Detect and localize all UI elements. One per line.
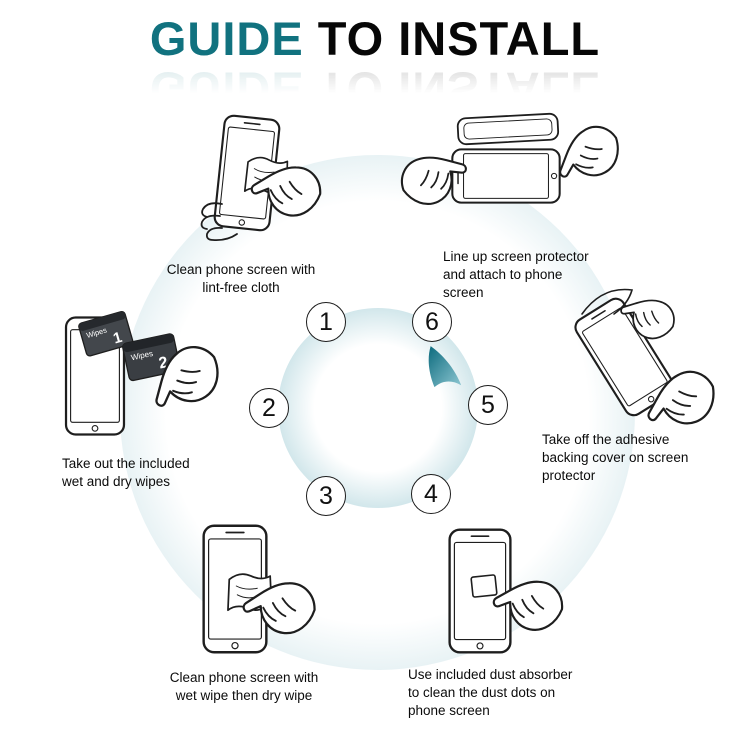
dust-absorber-sticker-icon — [470, 574, 498, 598]
step-3-illustration — [202, 524, 321, 654]
step-4-illustration — [448, 528, 569, 654]
step-5-number-badge: 5 — [468, 385, 508, 425]
screen-protector-icon — [456, 112, 560, 146]
step-3-caption: Clean phone screen with wet wipe then dr… — [169, 670, 319, 703]
teal-cursor-icon — [428, 346, 462, 388]
step-2-caption: Take out the included wet and dry wipes — [62, 456, 190, 489]
background-ring-inner — [278, 308, 478, 508]
step-1-illustration — [200, 113, 327, 242]
step-1-number-badge: 1 — [306, 302, 346, 342]
step-6-number-badge: 6 — [412, 302, 452, 342]
phone-icon — [451, 148, 561, 204]
step-3-number-badge: 3 — [306, 476, 346, 516]
step-4-caption: Use included dust absorber to clean the … — [408, 667, 573, 718]
step-4-number-badge: 4 — [411, 474, 451, 514]
step-6-illustration — [392, 112, 629, 215]
title-highlight: GUIDE — [149, 12, 304, 65]
step-5-caption: Take off the adhesive backing cover on s… — [542, 432, 689, 483]
step-1-caption: Clean phone screen with lint-free cloth — [166, 262, 316, 295]
step-2-illustration: Wipes 1 Wipes 2 — [64, 310, 231, 436]
wipes-packet-1-icon: Wipes 1 — [78, 310, 134, 357]
step-5-illustration — [570, 285, 723, 436]
step-2-number-badge: 2 — [249, 388, 289, 428]
title-rest: TO INSTALL — [317, 12, 601, 65]
